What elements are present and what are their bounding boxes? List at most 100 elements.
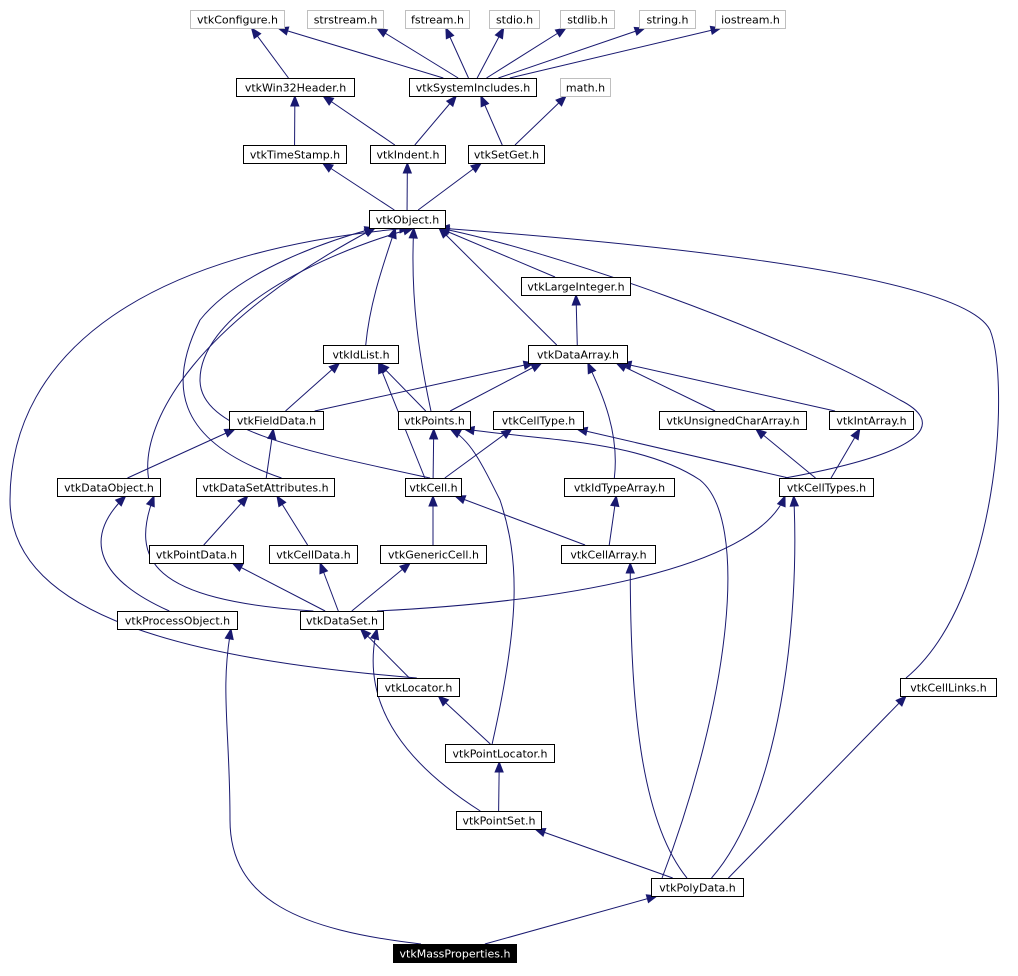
node-vtk-cell-links[interactable]: vtkCellLinks.h xyxy=(900,678,997,697)
edge-vtk-field-data-to-vtk-id-list xyxy=(285,362,341,412)
node-vtk-cell-types[interactable]: vtkCellTypes.h xyxy=(779,478,874,497)
edge-line-vtk-process-object-to-vtk-data-object xyxy=(100,495,170,612)
node-label-vtk-points: vtkPoints.h xyxy=(404,415,465,428)
edge-line-vtk-poly-data-to-vtk-points xyxy=(463,428,729,879)
node-box-vtk-object xyxy=(369,210,446,229)
node-box-vtk-cell-types xyxy=(779,478,874,497)
node-box-vtk-process-object xyxy=(117,611,238,630)
node-box-fstream xyxy=(405,10,470,29)
node-vtk-indent[interactable]: vtkIndent.h xyxy=(370,145,446,164)
node-vtk-win32-header[interactable]: vtkWin32Header.h xyxy=(236,78,355,97)
node-vtk-data-array[interactable]: vtkDataArray.h xyxy=(528,345,628,364)
edge-vtk-id-type-array-to-vtk-data-array xyxy=(587,361,616,479)
arrowhead-vtk-data-set-to-vtk-cell-data xyxy=(319,561,329,575)
node-vtk-data-set-attributes[interactable]: vtkDataSetAttributes.h xyxy=(196,478,335,497)
arrowhead-vtk-cell-data-to-vtk-data-set-attributes xyxy=(276,494,287,508)
node-vtk-unsigned-char-array[interactable]: vtkUnsignedCharArray.h xyxy=(659,411,807,430)
node-vtk-int-array[interactable]: vtkIntArray.h xyxy=(829,411,914,430)
node-vtk-configure: vtkConfigure.h xyxy=(190,10,285,29)
node-string: string.h xyxy=(639,10,696,29)
arrowhead-vtk-data-set-to-vtk-data-object xyxy=(145,494,155,508)
edge-line-vtk-object-to-vtk-set-get xyxy=(417,162,482,211)
arrowhead-vtk-point-set-to-vtk-data-set xyxy=(369,627,380,641)
node-vtk-poly-data[interactable]: vtkPolyData.h xyxy=(651,878,744,897)
node-label-vtk-cell-types: vtkCellTypes.h xyxy=(787,482,866,495)
edge-vtk-data-object-to-vtk-field-data xyxy=(127,428,237,479)
node-box-vtk-mass-properties xyxy=(393,944,517,963)
node-vtk-point-locator[interactable]: vtkPointLocator.h xyxy=(445,744,555,763)
node-box-vtk-point-set xyxy=(456,811,542,830)
node-vtk-large-integer[interactable]: vtkLargeInteger.h xyxy=(521,277,631,296)
node-label-vtk-locator: vtkLocator.h xyxy=(385,682,453,695)
edge-line-vtk-locator-to-vtk-data-set xyxy=(360,628,410,679)
node-vtk-point-data[interactable]: vtkPointData.h xyxy=(149,545,244,564)
node-math: math.h xyxy=(560,78,611,97)
node-vtk-id-list[interactable]: vtkIdList.h xyxy=(323,345,399,364)
arrowhead-vtk-poly-data-to-vtk-cell-array xyxy=(625,561,635,574)
node-vtk-points[interactable]: vtkPoints.h xyxy=(398,411,471,430)
arrowhead-vtk-point-locator-to-vtk-locator xyxy=(437,695,450,707)
node-label-vtk-generic-cell: vtkGenericCell.h xyxy=(388,549,479,562)
node-box-vtk-id-list xyxy=(323,345,399,364)
node-vtk-generic-cell[interactable]: vtkGenericCell.h xyxy=(380,545,487,564)
node-vtk-process-object[interactable]: vtkProcessObject.h xyxy=(117,611,238,630)
node-vtk-cell-array[interactable]: vtkCellArray.h xyxy=(561,545,656,564)
node-vtk-mass-properties[interactable]: vtkMassProperties.h xyxy=(393,944,517,963)
edge-vtk-data-set-attributes-to-vtk-field-data xyxy=(265,427,277,479)
node-label-vtk-system-includes: vtkSystemIncludes.h xyxy=(416,82,530,95)
node-box-math xyxy=(560,78,611,97)
arrowhead-vtk-data-object-to-vtk-field-data xyxy=(223,428,237,438)
edge-vtk-mass-properties-to-vtk-poly-data xyxy=(484,894,659,945)
node-box-vtk-id-type-array xyxy=(564,478,675,497)
edge-vtk-set-get-to-vtk-system-includes xyxy=(480,94,503,146)
node-vtk-object[interactable]: vtkObject.h xyxy=(369,210,446,229)
arrowhead-vtk-object-to-vtk-set-get xyxy=(469,162,483,174)
arrowhead-vtk-generic-cell-to-vtk-cell xyxy=(428,494,438,507)
edge-vtk-point-set-to-vtk-point-locator xyxy=(494,760,504,812)
edge-vtk-mass-properties-to-vtk-process-object xyxy=(224,627,422,945)
node-vtk-point-set[interactable]: vtkPointSet.h xyxy=(456,811,542,830)
edge-line-vtk-data-array-to-vtk-object xyxy=(438,227,558,346)
node-label-math: math.h xyxy=(566,82,605,95)
edge-line-vtk-points-to-vtk-object xyxy=(412,227,432,412)
node-vtk-system-includes[interactable]: vtkSystemIncludes.h xyxy=(409,78,537,97)
edge-line-vtk-cell-to-vtk-cell-type xyxy=(444,428,513,479)
node-box-iostream xyxy=(715,10,786,29)
node-vtk-data-set[interactable]: vtkDataSet.h xyxy=(300,611,384,630)
edge-line-vtk-point-data-to-vtk-data-set-attributes xyxy=(203,495,249,546)
node-vtk-cell[interactable]: vtkCell.h xyxy=(405,478,462,497)
edge-vtk-cell-types-to-vtk-int-array xyxy=(830,427,861,479)
node-box-vtk-cell-data xyxy=(269,545,358,564)
node-vtk-cell-data[interactable]: vtkCellData.h xyxy=(269,545,358,564)
node-box-strstream xyxy=(307,10,384,29)
edge-line-vtk-data-object-to-vtk-field-data xyxy=(127,428,236,479)
edge-vtk-indent-to-vtk-win32-header xyxy=(322,95,396,146)
edge-vtk-points-to-vtk-data-array xyxy=(449,362,543,412)
edge-line-vtk-data-set-attributes-to-vtk-object xyxy=(182,227,376,479)
arrowhead-vtk-system-includes-to-stdio xyxy=(494,26,505,40)
node-label-vtk-set-get: vtkSetGet.h xyxy=(474,149,539,162)
node-box-vtk-field-data xyxy=(229,411,324,430)
edge-line-vtk-cell-types-to-vtk-unsigned-char-array xyxy=(755,428,816,479)
node-vtk-set-get[interactable]: vtkSetGet.h xyxy=(468,145,545,164)
edge-vtk-cell-data-to-vtk-data-set-attributes xyxy=(276,494,309,546)
node-label-vtk-indent: vtkIndent.h xyxy=(377,149,440,162)
node-box-stdlib xyxy=(560,10,615,29)
node-vtk-locator[interactable]: vtkLocator.h xyxy=(377,678,460,697)
edge-vtk-field-data-to-vtk-data-array xyxy=(314,360,536,412)
node-box-vtk-indent xyxy=(370,145,446,164)
edge-vtk-data-set-to-vtk-data-object xyxy=(145,494,314,612)
node-label-vtk-id-type-array: vtkIdTypeArray.h xyxy=(574,482,665,495)
node-box-vtk-generic-cell xyxy=(380,545,487,564)
node-vtk-id-type-array[interactable]: vtkIdTypeArray.h xyxy=(564,478,675,497)
node-vtk-field-data[interactable]: vtkFieldData.h xyxy=(229,411,324,430)
node-vtk-data-object[interactable]: vtkDataObject.h xyxy=(57,478,161,497)
node-label-fstream: fstream.h xyxy=(411,14,464,27)
node-vtk-time-stamp[interactable]: vtkTimeStamp.h xyxy=(243,145,347,164)
edge-line-vtk-poly-data-to-vtk-point-set xyxy=(534,828,673,879)
node-box-vtk-cell xyxy=(405,478,462,497)
node-box-vtk-data-set xyxy=(300,611,384,630)
node-vtk-cell-type[interactable]: vtkCellType.h xyxy=(493,411,584,430)
